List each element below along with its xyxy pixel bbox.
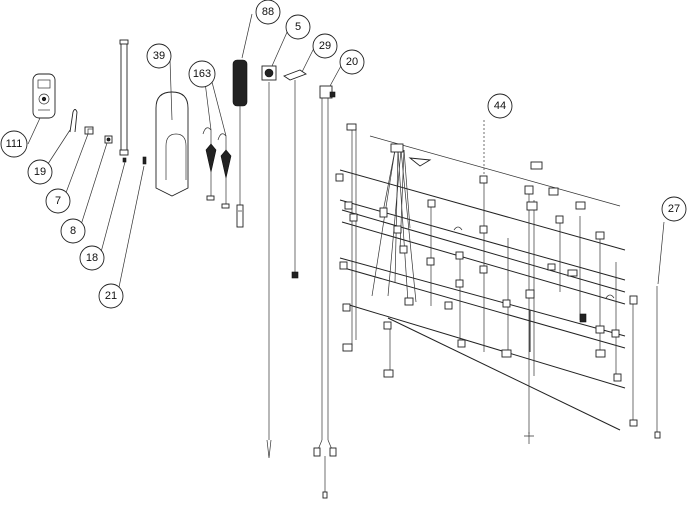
part-remote-control [32,73,56,119]
callout-label-18: 18 [86,252,98,264]
callout-label-44: 44 [494,100,506,112]
callout-label-20: 20 [346,56,358,68]
callout-label-8: 8 [70,225,76,237]
callout-19: 19 [27,159,53,185]
callout-5: 5 [285,14,311,40]
callout-163: 163 [188,60,216,88]
part-guide-rail [119,39,129,163]
blind-assembly [335,123,661,444]
callout-18: 18 [79,245,105,271]
part-screw [142,156,147,165]
callout-27: 27 [661,196,687,222]
callout-8: 8 [60,218,86,244]
callout-20: 20 [339,49,365,75]
callout-label-27: 27 [668,203,680,215]
callout-21: 21 [98,283,124,309]
part-end-cap-panel [155,91,189,197]
callout-label-29: 29 [319,40,331,52]
part-counterweight [232,59,248,228]
part-hook [69,109,78,133]
callout-label-5: 5 [295,21,301,33]
part-pull-wand [283,69,307,279]
part-pulley-cord [261,65,277,459]
part-cord-loop [313,85,337,499]
callout-label-163: 163 [193,68,211,80]
callout-label-7: 7 [55,195,61,207]
callout-44: 44 [487,93,513,119]
callout-label-88: 88 [262,6,274,18]
callout-label-21: 21 [105,290,117,302]
callout-88: 88 [255,0,281,25]
callout-label-39: 39 [153,50,165,62]
callout-111: 111 [0,130,28,158]
part-clip [84,126,94,135]
callout-7: 7 [45,188,71,214]
part-bracket-small [104,135,113,144]
callout-29: 29 [312,33,338,59]
callout-label-19: 19 [34,166,46,178]
leader-lines [27,13,665,293]
callout-label-111: 111 [6,138,23,150]
callout-39: 39 [146,43,172,69]
part-cord-tensioners [202,127,232,209]
